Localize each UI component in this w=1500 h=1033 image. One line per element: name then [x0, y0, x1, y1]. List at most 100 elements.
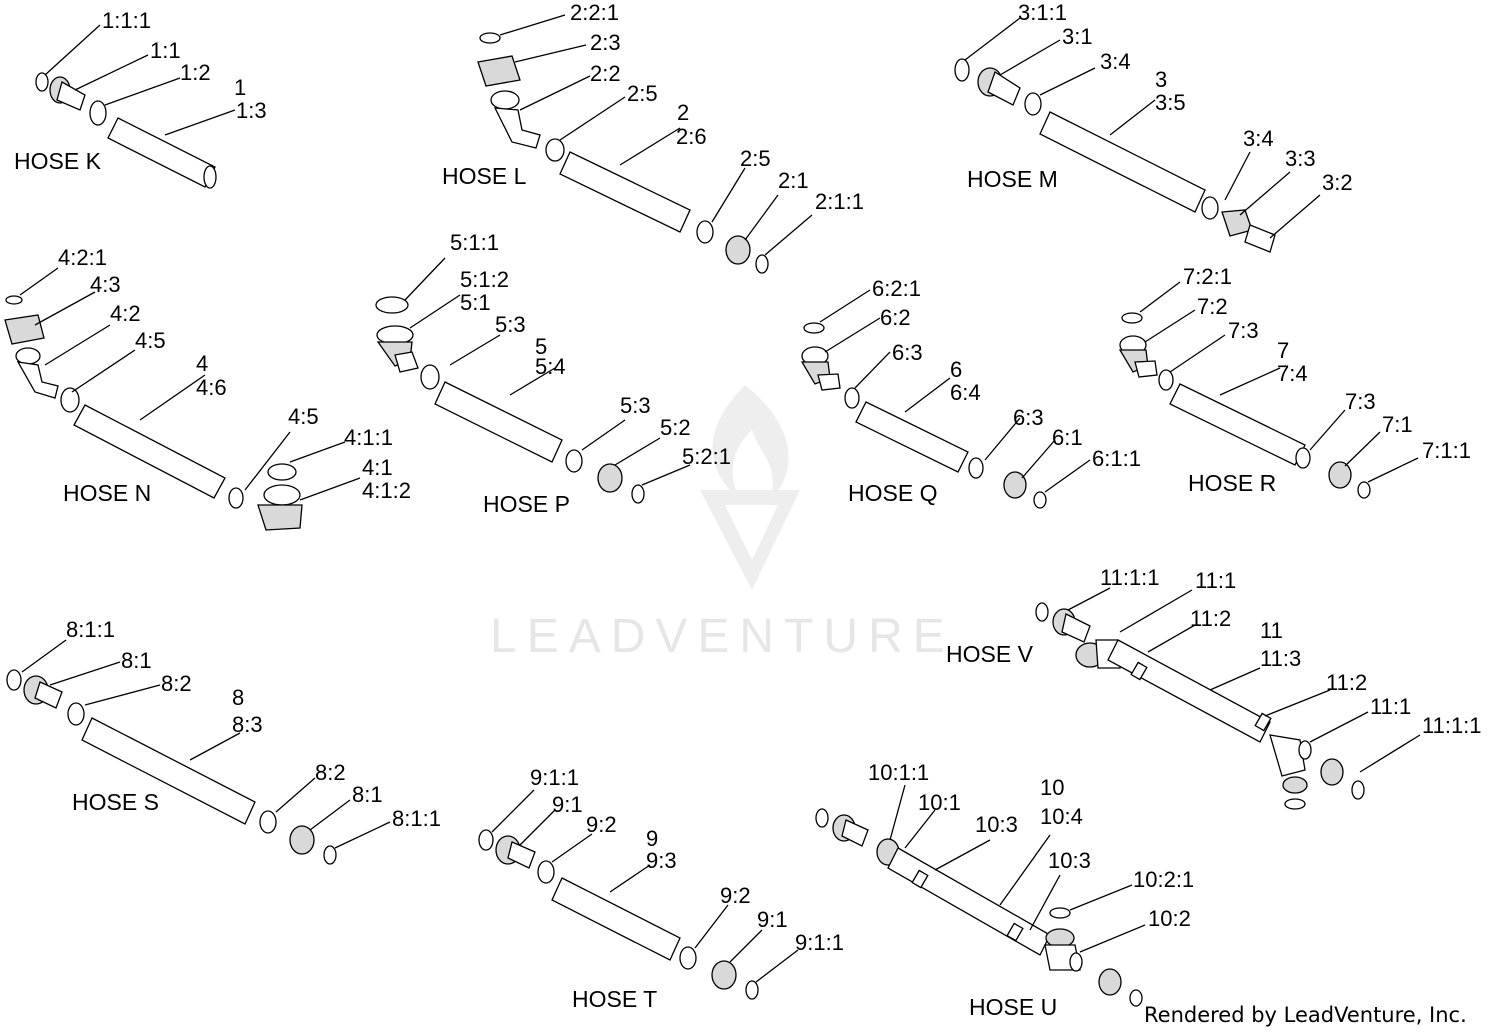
- callout-label: 10: [1040, 775, 1064, 800]
- fitting-body: [257, 504, 303, 531]
- hose-tube: [81, 717, 256, 825]
- callout-label: 3:3: [1285, 146, 1316, 171]
- hose-clamp: [1158, 369, 1174, 391]
- hose-tube: [1169, 383, 1306, 466]
- hose-clamp: [1130, 661, 1148, 681]
- leadventure-watermark: LEADVENTURE: [490, 385, 945, 663]
- callout-label: 2:1:1: [815, 189, 864, 214]
- hose-clamp: [537, 860, 555, 884]
- o-ring: [954, 58, 970, 82]
- elbow-fitting: [16, 361, 59, 399]
- callout-label: 9:1: [757, 907, 788, 932]
- fitting: [1003, 471, 1027, 499]
- hose-clamp: [420, 364, 440, 390]
- callout-label: 2:3: [590, 30, 621, 55]
- callout-label: 5:1: [460, 290, 491, 315]
- callout-label: 2:6: [676, 124, 707, 149]
- o-ring: [1049, 907, 1071, 919]
- fitting: [597, 463, 623, 493]
- callout-label: 1:1:1: [102, 8, 151, 33]
- hose-title: HOSE R: [1188, 470, 1276, 496]
- o-ring: [745, 980, 759, 1000]
- o-ring: [1121, 312, 1143, 324]
- fitting: [1320, 758, 1344, 786]
- callout-label: 11:2: [1326, 670, 1367, 695]
- hose-title: HOSE L: [442, 163, 527, 189]
- fitting: [490, 90, 520, 110]
- hose-r-group: 7:2:1 7:2 7:3 7 7:4 7:3 7:1 7:1:1 HOSE R: [1118, 264, 1471, 499]
- o-ring: [1351, 780, 1365, 800]
- callout-label: 4:2: [110, 301, 141, 326]
- hose-title: HOSE M: [967, 166, 1058, 192]
- o-ring: [755, 254, 769, 274]
- callout-label: 4:1:1: [344, 425, 393, 450]
- o-ring: [323, 845, 337, 865]
- fitting: [1328, 461, 1352, 489]
- callout-label: 9:2: [586, 812, 617, 837]
- callout-label: 7: [1277, 338, 1289, 363]
- hose-clamp: [968, 457, 984, 479]
- hose-v-group: 11:1:1 11:1 11:2 11 11:3 11:2 11:1 11:1:…: [946, 565, 1482, 810]
- callout-label: 9:1: [552, 792, 583, 817]
- fitting: [1045, 928, 1075, 948]
- callout-label: 4:3: [90, 272, 121, 297]
- fitting: [289, 825, 315, 855]
- fitting: [263, 484, 301, 506]
- hose-clamp: [60, 387, 80, 413]
- callout-label: 7:1:1: [1422, 438, 1471, 463]
- hose-tube: [434, 381, 563, 463]
- hose-tube: [1107, 639, 1271, 743]
- callout-label: 3:5: [1155, 90, 1186, 115]
- o-ring: [803, 322, 825, 334]
- fitting: [725, 235, 751, 265]
- fitting-body: [841, 819, 869, 847]
- hose-clamp: [1295, 447, 1311, 469]
- callout-label: 6:3: [1013, 405, 1044, 430]
- callout-label: 7:3: [1345, 389, 1376, 414]
- hose-clamp: [67, 702, 85, 726]
- o-ring: [631, 484, 645, 504]
- v-logo-icon: [700, 490, 800, 590]
- callout-label: 10:3: [1048, 848, 1091, 873]
- callout-label: 7:1: [1382, 412, 1413, 437]
- fitting-body: [56, 81, 86, 111]
- callout-label: 6:2: [880, 305, 911, 330]
- callout-label: 3:1: [1062, 24, 1093, 49]
- leader-lines: [1139, 281, 1419, 483]
- hose-l-group: 2:2:1 2:3 2:2 2:5 2 2:6 2:5 2:1 2:1:1 HO…: [442, 0, 864, 274]
- leader-lines: [404, 257, 691, 486]
- callout-label: 11:1: [1370, 694, 1411, 719]
- callout-label: 5:2: [660, 415, 691, 440]
- callout-label: 10:2:1: [1133, 867, 1194, 892]
- callout-label: 5: [535, 334, 547, 359]
- callout-label: 8:3: [232, 712, 263, 737]
- o-ring: [1129, 989, 1143, 1007]
- o-ring: [6, 669, 22, 691]
- o-ring: [1284, 798, 1306, 810]
- hose-m-group: 3:1:1 3:1 3:4 3 3:5 3:4 3:3 3:2 HOSE M: [954, 0, 1353, 253]
- tee-body: [1269, 734, 1306, 777]
- callout-label: 10:3: [975, 812, 1018, 837]
- fitting-body: [1061, 613, 1091, 643]
- callout-label: 4: [196, 351, 208, 376]
- callout-label: 6:1:1: [1092, 446, 1141, 471]
- callout-label: 8:1:1: [392, 806, 441, 831]
- callout-label: 2:5: [740, 146, 771, 171]
- callout-label: 11:1:1: [1100, 565, 1160, 590]
- callout-label: 1:2: [180, 60, 211, 85]
- callout-label: 7:3: [1228, 318, 1259, 343]
- callout-label: 8:1: [121, 648, 152, 673]
- fitting: [1282, 776, 1308, 794]
- o-ring: [815, 808, 829, 828]
- callout-label: 6:1: [1052, 425, 1083, 450]
- callout-label: 2:2:1: [570, 0, 619, 25]
- callout-label: 4:1: [362, 455, 393, 480]
- hose-t-group: 9:1:1 9:1 9:2 9 9:3 9:2 9:1 9:1:1 HOSE T: [478, 765, 844, 1012]
- o-ring: [267, 463, 297, 481]
- hose-q-group: 6:2:1 6:2 6:3 6 6:4 6:3 6:1 6:1:1 HOSE Q: [800, 276, 1141, 509]
- hose-tube: [855, 401, 969, 473]
- hose-clamp: [89, 100, 107, 126]
- callout-label: 3:2: [1322, 170, 1353, 195]
- leader-lines: [964, 17, 1321, 239]
- o-ring: [479, 32, 501, 44]
